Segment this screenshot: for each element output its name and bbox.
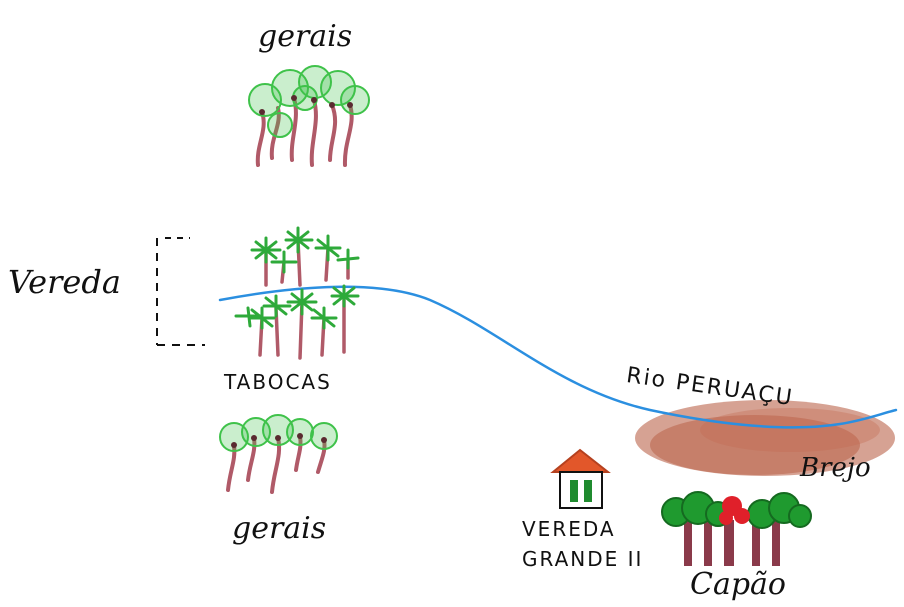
- vereda-bracket: [156, 237, 205, 346]
- gerais-bottom-label: gerais: [232, 511, 327, 546]
- vereda-palms-icon: [234, 226, 360, 360]
- vereda-grande-label-line1: VEREDA: [522, 517, 616, 541]
- gerais-top-trees-icon: [248, 65, 370, 167]
- vereda-grande-label-line2: GRANDE II: [522, 547, 644, 571]
- river-line: [218, 285, 898, 429]
- capao-trees-icon: [661, 491, 812, 566]
- tabocas-label: TABOCAS: [224, 370, 332, 394]
- house-icon: [550, 448, 611, 509]
- capao-label: Capão: [690, 567, 786, 602]
- brejo-label: Brejo: [800, 453, 871, 483]
- gerais-top-label: gerais: [258, 19, 353, 54]
- gerais-bottom-trees-icon: [219, 414, 338, 494]
- vereda-label: Vereda: [8, 263, 121, 301]
